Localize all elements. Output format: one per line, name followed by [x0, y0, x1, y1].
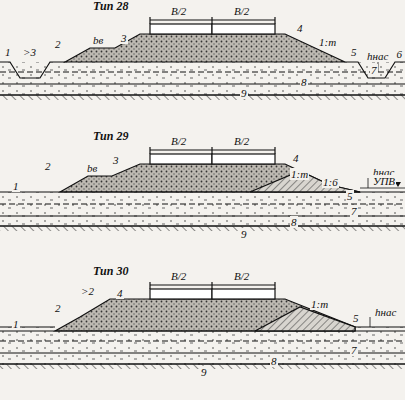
callout-label: hнас [366, 50, 389, 62]
callout-label: 5 [350, 46, 358, 58]
callout-label: 8 [270, 355, 278, 367]
callout-label: 8 [290, 216, 298, 228]
callout-label: bв [92, 34, 104, 46]
callout-label: 7 [350, 344, 358, 356]
callout-label: 9 [240, 228, 248, 240]
callout-label: >2 [80, 285, 95, 297]
callout-label: 1:m [290, 168, 309, 180]
callout-label: 2 [54, 302, 62, 314]
callout-label: 9 [240, 87, 248, 99]
callout-label: 1 [4, 46, 12, 58]
callout-label: 5 [346, 190, 354, 202]
callout-label: 1:6 [322, 176, 339, 188]
callout-label: hнас [374, 306, 397, 318]
callout-label: 3 [120, 32, 128, 44]
type-title: Тип 30 [92, 265, 129, 277]
callout-label: B/2 [170, 5, 187, 17]
callout-label: >3 [22, 46, 37, 58]
callout-label: 6 [396, 48, 404, 60]
callout-label: 1 [12, 180, 20, 192]
callout-label: 1:m [318, 36, 337, 48]
callout-label: 2 [54, 38, 62, 50]
callout-label: 8 [300, 76, 308, 88]
callout-label: B/2 [233, 135, 250, 147]
callout-label: 7 [350, 205, 358, 217]
callout-label: 3 [112, 154, 120, 166]
callout-label: B/2 [170, 135, 187, 147]
callout-label: 9 [200, 366, 208, 378]
callout-label: 5 [352, 312, 360, 324]
type-title: Тип 28 [92, 0, 129, 12]
callout-label: 2 [44, 160, 52, 172]
callout-label: B/2 [233, 5, 250, 17]
callout-label: 7 [370, 64, 378, 76]
callout-label: 1 [12, 318, 20, 330]
callout-label: 4 [296, 22, 304, 34]
callout-label: 4 [116, 287, 124, 299]
callout-label: bв [86, 162, 98, 174]
callout-label: 1:m [310, 298, 329, 310]
callout-label: B/2 [233, 270, 250, 282]
callout-label: B/2 [170, 270, 187, 282]
type-title: Тип 29 [92, 130, 129, 142]
callout-label: УПВ [372, 175, 396, 187]
callout-label: 4 [292, 152, 300, 164]
